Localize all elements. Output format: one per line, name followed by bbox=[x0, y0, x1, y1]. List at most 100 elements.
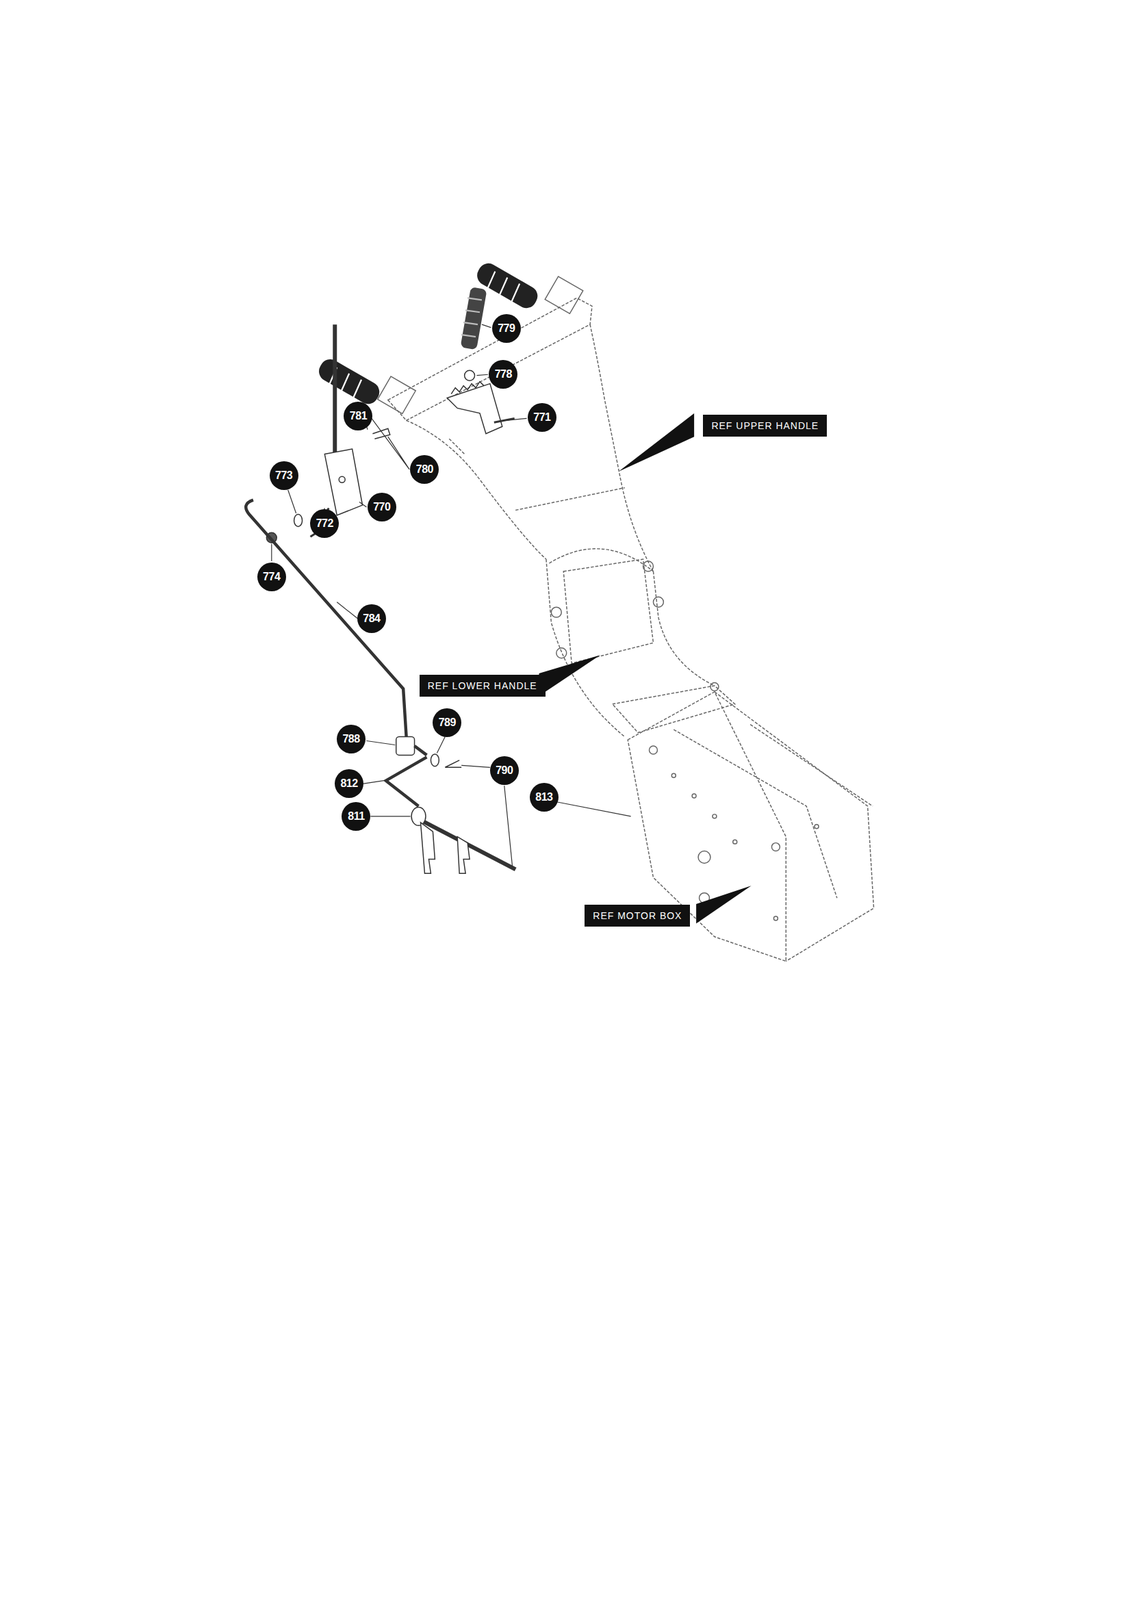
drawing-part bbox=[460, 286, 488, 350]
drawing-part bbox=[494, 418, 515, 423]
reference-text: REF UPPER HANDLE bbox=[711, 420, 819, 432]
callout-text: 790 bbox=[495, 764, 513, 777]
drawing-part bbox=[336, 602, 358, 619]
drawing-part bbox=[396, 737, 415, 756]
drawing-part bbox=[430, 754, 439, 767]
callout-text: 779 bbox=[497, 322, 515, 335]
callout-number: 784 bbox=[357, 604, 387, 634]
drawing-part bbox=[370, 815, 410, 817]
drawing-part bbox=[698, 851, 711, 864]
reference-label: REF UPPER HANDLE bbox=[702, 414, 827, 437]
callout-number: 813 bbox=[529, 783, 559, 812]
callout-number: 778 bbox=[488, 360, 518, 389]
drawing-part bbox=[556, 648, 567, 659]
callout-number: 770 bbox=[367, 492, 397, 522]
callout-number: 774 bbox=[257, 562, 287, 592]
drawing-part bbox=[712, 814, 717, 819]
callout-text: 784 bbox=[362, 612, 380, 625]
frame bbox=[388, 297, 875, 961]
drawing-part bbox=[696, 885, 752, 924]
drawing-part bbox=[332, 324, 337, 454]
drawing-part bbox=[673, 729, 838, 899]
callout-number: 779 bbox=[492, 314, 521, 343]
drawing-part bbox=[643, 561, 654, 572]
drawing-part bbox=[420, 822, 436, 875]
drawing-part bbox=[451, 381, 484, 395]
drawing-part bbox=[773, 916, 778, 921]
leader-lines bbox=[271, 324, 632, 868]
callout-text: 811 bbox=[347, 810, 365, 823]
callout-number: 780 bbox=[409, 455, 439, 484]
callout-number: 771 bbox=[527, 403, 557, 432]
drawing-part bbox=[733, 839, 738, 844]
callout-number: 812 bbox=[334, 769, 364, 799]
drawing-part bbox=[538, 655, 600, 697]
drawing-part bbox=[449, 438, 465, 454]
drawing-part bbox=[372, 428, 390, 439]
callout-text: 772 bbox=[316, 517, 334, 530]
drawing-part bbox=[288, 490, 297, 514]
drawing-part bbox=[271, 544, 272, 562]
callout-number: 773 bbox=[269, 461, 299, 491]
callout-text: 774 bbox=[262, 570, 280, 584]
drawing-part bbox=[294, 514, 303, 528]
reference-text: REF LOWER HANDLE bbox=[427, 680, 538, 692]
callout-text: 788 bbox=[342, 733, 360, 746]
callout-text: 812 bbox=[340, 777, 358, 790]
drawing-part bbox=[771, 843, 780, 852]
drawing-part bbox=[750, 724, 873, 807]
drawing-part bbox=[477, 374, 489, 376]
drawing-part bbox=[506, 418, 528, 421]
drawing-part bbox=[414, 746, 428, 755]
callout-text: 778 bbox=[494, 368, 512, 381]
drawing-part bbox=[461, 297, 482, 337]
reference-label: REF LOWER HANDLE bbox=[419, 674, 546, 697]
drawing-part bbox=[371, 418, 410, 470]
drawing-part bbox=[590, 324, 653, 572]
drawing-part bbox=[436, 737, 445, 754]
drawing-part bbox=[618, 413, 695, 472]
drawing-part bbox=[546, 559, 625, 737]
drawing-part bbox=[515, 488, 625, 511]
drawing-part bbox=[691, 793, 697, 799]
callout-text: 773 bbox=[275, 469, 293, 482]
drawing-part bbox=[649, 746, 658, 755]
drawing-part bbox=[652, 571, 714, 686]
callout-text: 770 bbox=[373, 501, 391, 514]
control-parts bbox=[245, 286, 551, 874]
callout-text: 813 bbox=[535, 791, 553, 804]
drawing-part bbox=[363, 780, 384, 784]
callout-text: 780 bbox=[416, 463, 434, 476]
drawing-part bbox=[464, 370, 476, 381]
drawing-part bbox=[550, 607, 562, 618]
drawing-part bbox=[444, 760, 462, 768]
drawing-part bbox=[245, 500, 406, 738]
drawing-part bbox=[481, 324, 491, 328]
drawing-part bbox=[563, 559, 653, 664]
drawing-part bbox=[710, 683, 719, 692]
callout-number: 790 bbox=[490, 756, 519, 786]
drawing-part bbox=[557, 802, 631, 817]
drawing-part bbox=[671, 773, 676, 778]
ref-pointers bbox=[538, 413, 751, 925]
drawing-part bbox=[411, 806, 426, 826]
callout-number: 789 bbox=[432, 708, 462, 738]
callout-number: 788 bbox=[336, 724, 366, 754]
callout-number: 772 bbox=[310, 509, 339, 538]
drawing-part bbox=[544, 276, 584, 314]
drawing-part bbox=[366, 741, 395, 746]
drawing-part bbox=[652, 596, 664, 608]
callout-number: 811 bbox=[341, 802, 371, 831]
drawing-part bbox=[386, 757, 428, 807]
drawing-part bbox=[446, 383, 503, 434]
drawing-part bbox=[457, 837, 470, 875]
drawing-part bbox=[714, 691, 875, 962]
callout-number: 781 bbox=[343, 401, 373, 431]
drawing-part bbox=[315, 355, 384, 408]
drawing-part bbox=[328, 271, 520, 399]
drawing-part bbox=[338, 476, 345, 483]
callout-text: 771 bbox=[533, 411, 551, 424]
reference-text: REF MOTOR BOX bbox=[592, 910, 682, 922]
